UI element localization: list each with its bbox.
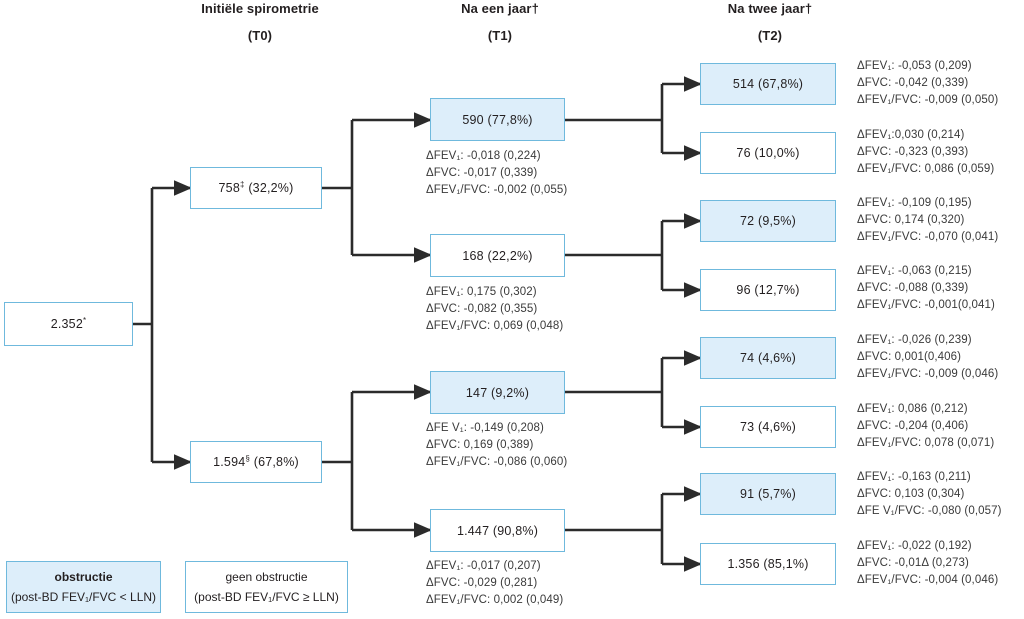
stats-line: ΔFEV₁: -0,063 (0,215) xyxy=(857,265,972,277)
stats-line: ΔFE V₁: -0,149 (0,208) xyxy=(426,422,544,434)
node-t1-590-label: 590 (77,8%) xyxy=(462,112,533,127)
stats-line: ΔFEV₁: 0,086 (0,212) xyxy=(857,403,968,415)
stats-t1-168: ΔFEV₁: 0,175 (0,302) ΔFVC: -0,082 (0,355… xyxy=(426,284,563,335)
node-root-label: 2.352* xyxy=(50,315,87,331)
node-t2-73[interactable]: 73 (4,6%) xyxy=(700,406,836,448)
stats-line: ΔFVC: 0,103 (0,304) xyxy=(857,488,965,500)
node-t1-1447-label: 1.447 (90,8%) xyxy=(456,523,539,538)
stats-t2-96: ΔFEV₁: -0,063 (0,215) ΔFVC: -0,088 (0,33… xyxy=(857,263,995,314)
node-t2-96-label: 96 (12,7%) xyxy=(736,283,800,297)
stats-line: ΔFEV₁: -0,017 (0,207) xyxy=(426,560,541,572)
stats-line: ΔFEV₁/FVC: 0,078 (0,071) xyxy=(857,437,995,449)
stats-line: ΔFVC: -0,323 (0,393) xyxy=(857,146,969,158)
legend-obstructie: obstructie (post-BD FEV₁/FVC < LLN) xyxy=(6,561,161,613)
node-t2-1356[interactable]: 1.356 (85,1%) xyxy=(700,543,836,585)
legend-geen-obstructie: geen obstructie (post-BD FEV₁/FVC ≥ LLN) xyxy=(185,561,348,613)
stats-line: ΔFVC: 0,174 (0,320) xyxy=(857,214,965,226)
stats-line: ΔFEV₁/FVC: -0,009 (0,050) xyxy=(857,94,999,106)
column-header-t1-sub: (T1) xyxy=(487,28,513,44)
node-t0-geen-obstructie-label: 1.594§ (67,8%) xyxy=(213,453,299,469)
stats-line: ΔFEV₁: -0,053 (0,209) xyxy=(857,60,972,72)
stats-t1-590: ΔFEV₁: -0,018 (0,224) ΔFVC: -0,017 (0,33… xyxy=(426,148,567,199)
node-t2-76-label: 76 (10,0%) xyxy=(736,146,800,160)
stats-line: ΔFVC: -0,082 (0,355) xyxy=(426,303,538,315)
column-header-t2: Na twee jaar† (T2) xyxy=(660,1,880,44)
node-t1-147[interactable]: 147 (9,2%) xyxy=(430,371,565,414)
stats-line: ΔFEV₁/FVC: 0,069 (0,048) xyxy=(426,320,564,332)
stats-t2-76: ΔFEV₁:0,030 (0,214) ΔFVC: -0,323 (0,393)… xyxy=(857,127,994,178)
stats-line: ΔFEV₁/FVC: -0,086 (0,060) xyxy=(426,456,568,468)
node-t1-168[interactable]: 168 (22,2%) xyxy=(430,234,565,277)
node-t2-73-label: 73 (4,6%) xyxy=(739,420,796,434)
stats-line: ΔFEV₁:0,030 (0,214) xyxy=(857,129,965,141)
node-t2-96[interactable]: 96 (12,7%) xyxy=(700,269,836,311)
stats-line: ΔFVC: -0,204 (0,406) xyxy=(857,420,969,432)
column-header-t1: Na een jaar† (T1) xyxy=(390,1,610,44)
column-header-t2-sub: (T2) xyxy=(757,28,783,44)
stats-t2-73: ΔFEV₁: 0,086 (0,212) ΔFVC: -0,204 (0,406… xyxy=(857,401,994,452)
stats-line: ΔFVC: -0,088 (0,339) xyxy=(857,282,969,294)
node-t2-91-label: 91 (5,7%) xyxy=(739,487,796,501)
stats-line: ΔFVC: -0,017 (0,339) xyxy=(426,167,538,179)
node-t2-1356-label: 1.356 (85,1%) xyxy=(727,557,809,571)
stats-line: ΔFVC: -0,029 (0,281) xyxy=(426,577,538,589)
node-t0-obstructie-label: 758‡ (32,2%) xyxy=(218,179,294,195)
legend-obstructie-desc: (post-BD FEV₁/FVC < LLN) xyxy=(10,590,157,604)
column-header-t0-title: Initiële spirometrie xyxy=(201,1,319,16)
node-t2-74[interactable]: 74 (4,6%) xyxy=(700,337,836,379)
stats-line: ΔFVC: 0,169 (0,389) xyxy=(426,439,534,451)
stats-line: ΔFEV₁/FVC: 0,086 (0,059) xyxy=(857,163,995,175)
stats-line: ΔFEV₁/FVC: -0,070 (0,041) xyxy=(857,231,999,243)
stats-t2-1356: ΔFEV₁: -0,022 (0,192) ΔFVC: -0,01Δ (0,27… xyxy=(857,538,998,589)
node-t2-514[interactable]: 514 (67,8%) xyxy=(700,63,836,105)
stats-line: ΔFEV₁: -0,109 (0,195) xyxy=(857,197,972,209)
stats-line: ΔFEV₁: -0,163 (0,211) xyxy=(857,471,971,483)
column-header-t1-title: Na een jaar† xyxy=(461,1,539,16)
legend-obstructie-title: obstructie xyxy=(54,570,113,584)
stats-line: ΔFEV₁: -0,026 (0,239) xyxy=(857,334,972,346)
node-t2-514-label: 514 (67,8%) xyxy=(732,77,804,91)
stats-t2-74: ΔFEV₁: -0,026 (0,239) ΔFVC: 0,001(0,406)… xyxy=(857,332,998,383)
stats-t1-147: ΔFE V₁: -0,149 (0,208) ΔFVC: 0,169 (0,38… xyxy=(426,420,567,471)
node-t1-1447[interactable]: 1.447 (90,8%) xyxy=(430,509,565,552)
node-t2-76[interactable]: 76 (10,0%) xyxy=(700,132,836,174)
stats-line: ΔFEV₁/FVC: -0,001(0,041) xyxy=(857,299,995,311)
node-t2-72-label: 72 (9,5%) xyxy=(739,214,796,228)
stats-line: ΔFEV₁/FVC: 0,002 (0,049) xyxy=(426,594,564,606)
stats-t2-72: ΔFEV₁: -0,109 (0,195) ΔFVC: 0,174 (0,320… xyxy=(857,195,998,246)
column-header-t0: Initiële spirometrie (T0) xyxy=(150,1,370,44)
stats-t2-514: ΔFEV₁: -0,053 (0,209) ΔFVC: -0,042 (0,33… xyxy=(857,58,998,109)
stats-line: ΔFVC: -0,042 (0,339) xyxy=(857,77,969,89)
node-t0-geen-obstructie[interactable]: 1.594§ (67,8%) xyxy=(190,441,322,483)
stats-line: ΔFEV₁: -0,022 (0,192) xyxy=(857,540,972,552)
node-root[interactable]: 2.352* xyxy=(4,302,133,346)
node-t2-74-label: 74 (4,6%) xyxy=(739,351,796,365)
column-header-t0-sub: (T0) xyxy=(247,28,273,44)
stats-t1-1447: ΔFEV₁: -0,017 (0,207) ΔFVC: -0,029 (0,28… xyxy=(426,558,563,609)
stats-line: ΔFVC: -0,01Δ (0,273) xyxy=(857,557,969,569)
node-t2-72[interactable]: 72 (9,5%) xyxy=(700,200,836,242)
legend-geen-obstructie-desc: (post-BD FEV₁/FVC ≥ LLN) xyxy=(194,590,339,604)
node-t0-obstructie[interactable]: 758‡ (32,2%) xyxy=(190,167,322,209)
stats-line: ΔFEV₁/FVC: -0,004 (0,046) xyxy=(857,574,999,586)
stats-line: ΔFEV₁/FVC: -0,009 (0,046) xyxy=(857,368,999,380)
node-t1-147-label: 147 (9,2%) xyxy=(465,385,530,400)
stats-line: ΔFE V₁/FVC: -0,080 (0,057) xyxy=(857,505,1002,517)
node-t1-168-label: 168 (22,2%) xyxy=(462,248,533,263)
stats-line: ΔFVC: 0,001(0,406) xyxy=(857,351,962,363)
column-header-t2-title: Na twee jaar† xyxy=(727,1,813,16)
legend-geen-obstructie-title: geen obstructie xyxy=(225,570,308,584)
node-t2-91[interactable]: 91 (5,7%) xyxy=(700,473,836,515)
stats-line: ΔFEV₁/FVC: -0,002 (0,055) xyxy=(426,184,568,196)
stats-t2-91: ΔFEV₁: -0,163 (0,211) ΔFVC: 0,103 (0,304… xyxy=(857,469,1002,520)
node-t1-590[interactable]: 590 (77,8%) xyxy=(430,98,565,141)
stats-line: ΔFEV₁: -0,018 (0,224) xyxy=(426,150,541,162)
stats-line: ΔFEV₁: 0,175 (0,302) xyxy=(426,286,537,298)
